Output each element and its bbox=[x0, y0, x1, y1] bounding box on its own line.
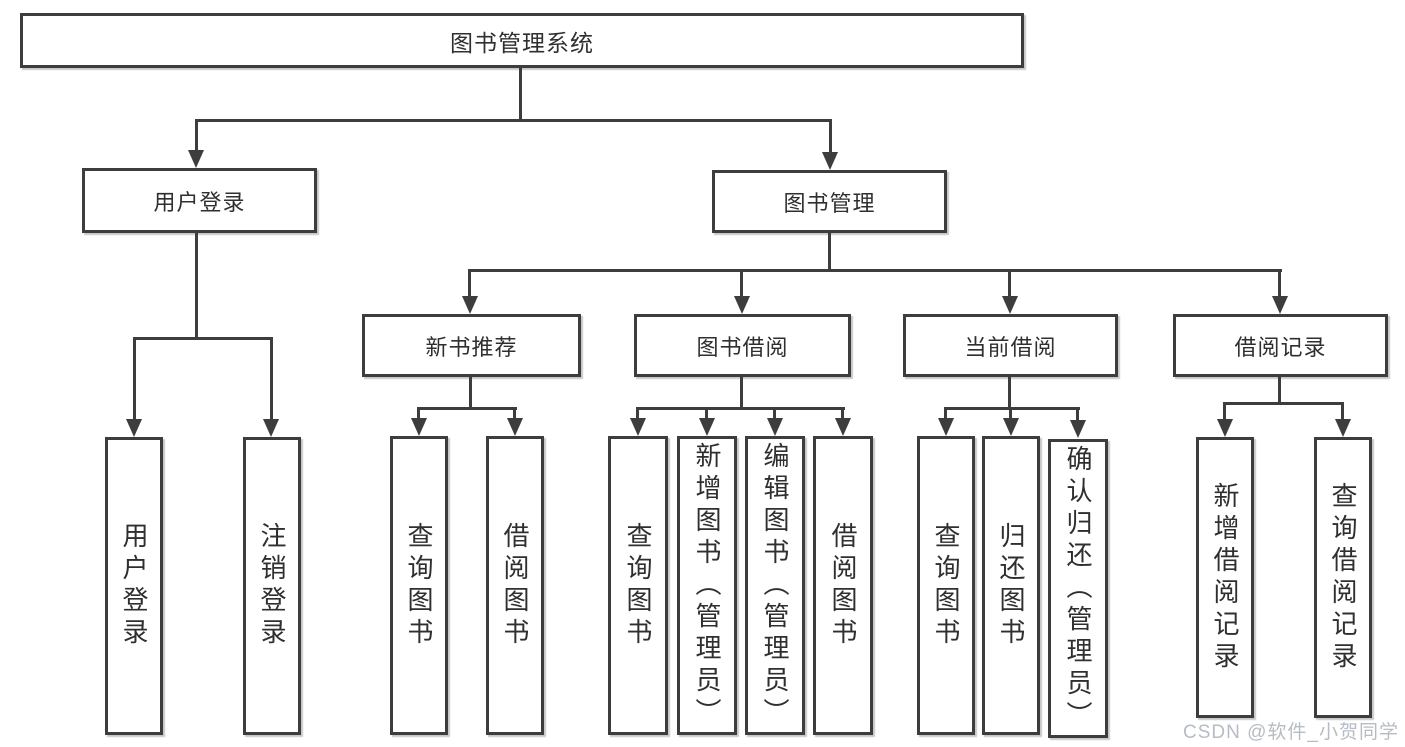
leaf-label: 编辑图书（管理员） bbox=[760, 441, 790, 730]
leaf-add-book-admin: 新增图书（管理员） bbox=[677, 436, 737, 735]
connector-login-stem bbox=[195, 233, 198, 339]
connector-drop-book-mgmt bbox=[829, 119, 832, 154]
connector-records-rail bbox=[1224, 402, 1344, 405]
arrowhead bbox=[1003, 418, 1019, 436]
connector-drop bbox=[1076, 407, 1079, 421]
arrowhead-logout-leaf bbox=[263, 419, 279, 437]
connector-current-stem bbox=[1008, 377, 1011, 408]
leaf-return-books: 归还图书 bbox=[982, 436, 1040, 735]
node-current-borrowing: 当前借阅 bbox=[903, 314, 1118, 377]
connector-login-rail bbox=[133, 337, 273, 340]
arrowhead bbox=[1335, 419, 1351, 437]
leaf-label: 归还图书 bbox=[996, 521, 1026, 650]
connector-root-rail bbox=[195, 119, 832, 122]
arrowhead-book-borrow bbox=[734, 296, 750, 314]
arrowhead-current-borrow bbox=[1002, 296, 1018, 314]
arrowhead bbox=[1217, 419, 1233, 437]
connector-drop bbox=[841, 407, 844, 419]
leaf-label: 查询图书 bbox=[931, 521, 961, 650]
connector-drop-borrow-records bbox=[1278, 269, 1281, 297]
arrowhead-book-mgmt bbox=[822, 152, 838, 170]
connector-mgmt-stem bbox=[828, 233, 831, 271]
node-label: 新书推荐 bbox=[425, 334, 518, 360]
connector-drop bbox=[1009, 407, 1012, 419]
node-label: 借阅记录 bbox=[1234, 334, 1327, 360]
node-library-system: 图书管理系统 bbox=[20, 13, 1024, 68]
connector-newbook-stem bbox=[469, 377, 472, 408]
node-label: 图书管理 bbox=[783, 190, 876, 216]
connector-drop bbox=[1223, 402, 1226, 419]
leaf-label: 借阅图书 bbox=[500, 521, 530, 650]
connector-root-stem bbox=[519, 68, 522, 121]
arrowhead bbox=[835, 418, 851, 436]
leaf-edit-book-admin: 编辑图书（管理员） bbox=[745, 436, 805, 735]
leaf-label: 确认归还（管理员） bbox=[1063, 444, 1093, 733]
arrowhead bbox=[767, 418, 783, 436]
leaf-borrow-books: 借阅图书 bbox=[813, 436, 873, 735]
connector-drop bbox=[1341, 402, 1344, 419]
connector-drop bbox=[944, 407, 947, 419]
arrowhead bbox=[507, 418, 523, 436]
arrowhead bbox=[938, 418, 954, 436]
node-label: 图书管理系统 bbox=[450, 29, 594, 56]
leaf-query-borrow-record: 查询借阅记录 bbox=[1314, 437, 1372, 718]
leaf-label: 查询图书 bbox=[404, 521, 434, 650]
connector-drop-new-book bbox=[468, 269, 471, 297]
connector-drop bbox=[417, 407, 420, 419]
leaf-label: 借阅图书 bbox=[828, 521, 858, 650]
connector-drop bbox=[636, 407, 639, 419]
leaf-label: 查询图书 bbox=[623, 521, 653, 650]
node-book-borrowing: 图书借阅 bbox=[634, 314, 851, 377]
connector-borrow-rail bbox=[636, 407, 845, 410]
leaf-label: 注销登录 bbox=[257, 522, 287, 650]
leaf-query-books: 查询图书 bbox=[608, 436, 668, 735]
arrowhead bbox=[1070, 420, 1086, 438]
watermark-text: CSDN @软件_小贺同学 bbox=[1183, 722, 1399, 743]
connector-drop-current-borrow bbox=[1008, 269, 1011, 297]
connector-drop bbox=[773, 407, 776, 419]
node-new-book-recommend: 新书推荐 bbox=[362, 314, 581, 377]
arrowhead bbox=[411, 418, 427, 436]
leaf-add-borrow-record: 新增借阅记录 bbox=[1196, 437, 1254, 718]
connector-drop bbox=[705, 407, 708, 419]
connector-borrow-stem bbox=[740, 377, 743, 408]
connector-drop-login-leaf bbox=[133, 337, 136, 419]
node-user-login: 用户登录 bbox=[82, 168, 317, 233]
connector-records-stem bbox=[1278, 377, 1281, 405]
connector-current-rail bbox=[945, 407, 1080, 410]
connector-newbook-rail bbox=[418, 407, 517, 410]
leaf-label: 新增借阅记录 bbox=[1210, 481, 1240, 674]
arrowhead-user-login bbox=[188, 150, 204, 168]
connector-drop-user-login bbox=[195, 119, 198, 152]
arrowhead bbox=[630, 418, 646, 436]
node-borrowing-records: 借阅记录 bbox=[1173, 314, 1388, 377]
leaf-logout: 注销登录 bbox=[243, 437, 301, 735]
leaf-label: 查询借阅记录 bbox=[1328, 481, 1358, 674]
connector-mgmt-rail bbox=[469, 269, 1282, 272]
arrowhead-borrow-records bbox=[1272, 296, 1288, 314]
node-label: 当前借阅 bbox=[964, 334, 1057, 360]
connector-drop-book-borrow bbox=[740, 269, 743, 297]
connector-drop-logout-leaf bbox=[270, 337, 273, 419]
leaf-borrow-books: 借阅图书 bbox=[486, 436, 544, 735]
leaf-query-books: 查询图书 bbox=[390, 436, 448, 735]
connector-drop bbox=[513, 407, 516, 419]
leaf-label: 用户登录 bbox=[119, 522, 149, 650]
leaf-query-books: 查询图书 bbox=[917, 436, 975, 735]
node-book-management: 图书管理 bbox=[712, 170, 947, 233]
arrowhead-login-leaf bbox=[126, 419, 142, 437]
arrowhead-new-book bbox=[462, 296, 478, 314]
leaf-confirm-return-admin: 确认归还（管理员） bbox=[1048, 439, 1108, 738]
node-label: 用户登录 bbox=[153, 189, 246, 215]
node-label: 图书借阅 bbox=[696, 334, 789, 360]
leaf-user-login: 用户登录 bbox=[105, 437, 163, 735]
leaf-label: 新增图书（管理员） bbox=[692, 441, 722, 730]
arrowhead bbox=[699, 418, 715, 436]
